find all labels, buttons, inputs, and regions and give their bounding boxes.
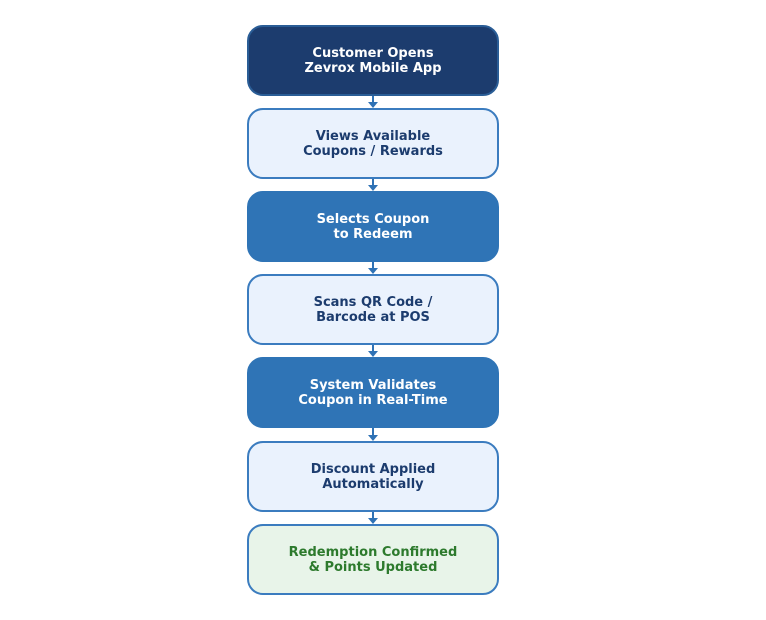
step-redemption-confirmed: Redemption Confirmed & Points Updated	[247, 524, 499, 595]
step-select-coupon: Selects Coupon to Redeem	[247, 191, 499, 262]
connector-line	[372, 262, 374, 268]
arrow-down-icon	[368, 102, 378, 108]
arrow-down-icon	[368, 518, 378, 524]
step-view-coupons: Views Available Coupons / Rewards	[247, 108, 499, 179]
step-open-app: Customer Opens Zevrox Mobile App	[247, 25, 499, 96]
connector-line	[372, 428, 374, 435]
step-validate-coupon: System Validates Coupon in Real-Time	[247, 357, 499, 428]
connector-line	[372, 179, 374, 185]
arrow-down-icon	[368, 351, 378, 357]
arrow-down-icon	[368, 185, 378, 191]
step-discount-applied: Discount Applied Automatically	[247, 441, 499, 512]
step-scan-code: Scans QR Code / Barcode at POS	[247, 274, 499, 345]
arrow-down-icon	[368, 268, 378, 274]
connector-line	[372, 512, 374, 518]
connector-line	[372, 345, 374, 351]
connector-line	[372, 96, 374, 102]
arrow-down-icon	[368, 435, 378, 441]
